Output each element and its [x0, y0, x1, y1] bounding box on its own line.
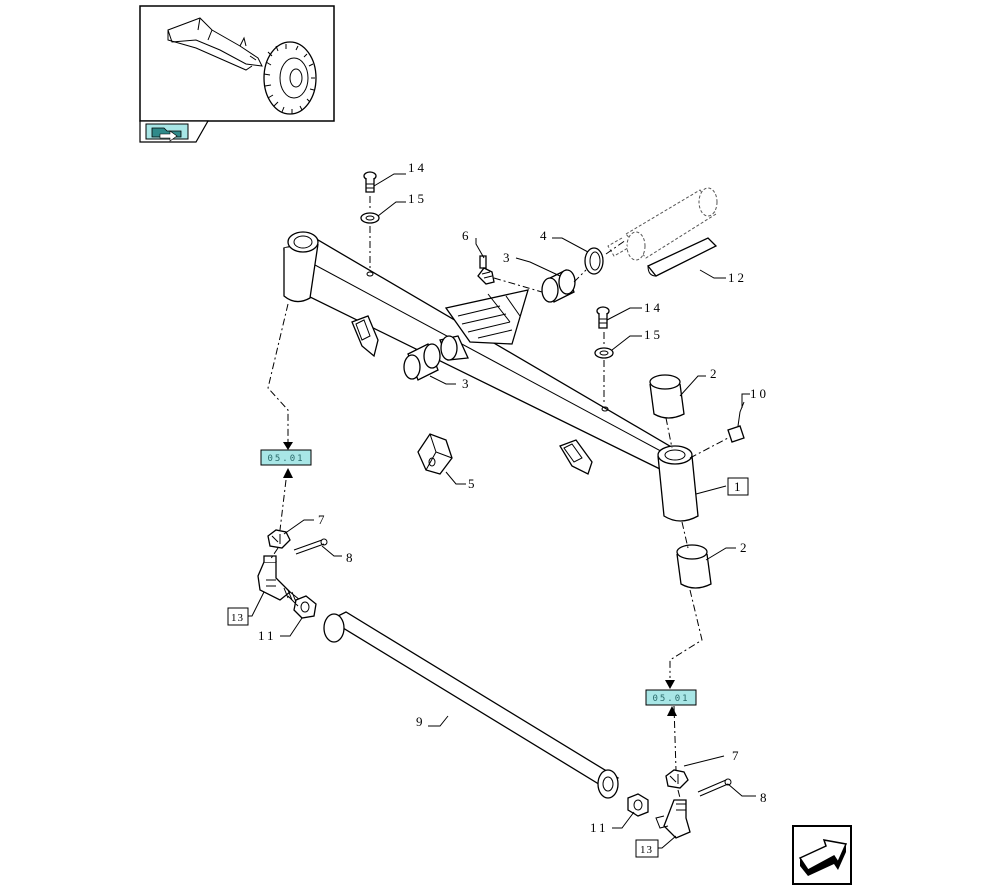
callout-13-right: 13 — [640, 844, 653, 856]
reference-arrows — [283, 440, 677, 716]
tie-rod-9 — [323, 611, 620, 799]
callout-9: 9 — [416, 714, 426, 729]
callout-15-upper: 15 — [408, 191, 427, 206]
next-page-button[interactable] — [792, 825, 852, 885]
callout-7-right: 7 — [732, 748, 742, 763]
snap-ring-4 — [584, 247, 604, 275]
bushing-3-left — [403, 343, 441, 381]
assembly-lines — [267, 196, 729, 799]
cotter-pin-8-right — [697, 778, 732, 797]
bushing-2-lower — [676, 544, 712, 589]
callout-14-lower: 14 — [644, 300, 663, 315]
bolt-14-upper — [363, 171, 377, 193]
callout-3-lower: 3 — [462, 376, 472, 391]
grease-fitting-6 — [477, 255, 495, 285]
callout-3-upper: 3 — [503, 250, 513, 265]
callout-2-upper: 2 — [710, 366, 720, 381]
callout-11-left: 11 — [258, 628, 277, 643]
next-page-arrow-icon — [798, 839, 848, 876]
castle-nut-7-left — [267, 529, 291, 549]
tie-rod-end-13-right — [655, 799, 691, 839]
callout-13-right-box: 13 — [635, 839, 659, 858]
reference-tag-left[interactable]: 05.01 — [260, 449, 312, 466]
callout-15-lower: 15 — [644, 327, 663, 342]
callout-1-box: 1 — [727, 477, 749, 496]
shield-12 — [646, 237, 718, 277]
tie-rod-end-13-left — [257, 555, 301, 605]
jam-nut-11-left — [293, 595, 317, 619]
callout-1: 1 — [734, 479, 744, 494]
callout-8-right: 8 — [760, 790, 770, 805]
jam-nut-11-right — [627, 793, 649, 817]
callout-4: 4 — [540, 228, 550, 243]
reference-tag-right-text: 05.01 — [652, 694, 689, 704]
castle-nut-7-right — [665, 769, 689, 789]
bolt-14-lower — [596, 306, 610, 329]
callout-5: 5 — [468, 476, 478, 491]
callout-8-left: 8 — [346, 550, 356, 565]
clamp-5 — [417, 433, 453, 475]
bushing-2-upper — [649, 374, 685, 419]
axle-beam — [283, 231, 699, 522]
bushing-3-upper — [541, 269, 576, 303]
washer-15-upper — [360, 212, 380, 224]
callout-14-upper: 14 — [408, 160, 427, 175]
grease-fitting-10 — [727, 401, 745, 443]
callouts: 14 15 6 3 4 12 14 15 3 2 10 5 2 7 8 11 9… — [258, 160, 770, 835]
washer-15-lower — [594, 347, 614, 359]
callout-13-left-box: 13 — [227, 607, 249, 626]
reference-tag-right[interactable]: 05.01 — [645, 689, 697, 706]
callout-13-left: 13 — [231, 612, 244, 624]
callout-11-right: 11 — [590, 820, 609, 835]
cotter-pin-8-left — [293, 538, 328, 555]
reference-tag-left-text: 05.01 — [267, 454, 304, 464]
leader-lines — [248, 173, 756, 849]
tractor-thumbnail-icon — [167, 17, 317, 115]
folder-arrow-icon — [151, 127, 182, 142]
callout-7-left: 7 — [318, 512, 328, 527]
callout-10: 10 — [750, 386, 769, 401]
callout-6: 6 — [462, 228, 472, 243]
overview-thumbnail[interactable] — [139, 5, 335, 143]
callout-2-lower: 2 — [740, 540, 750, 555]
callout-12: 12 — [728, 270, 747, 285]
